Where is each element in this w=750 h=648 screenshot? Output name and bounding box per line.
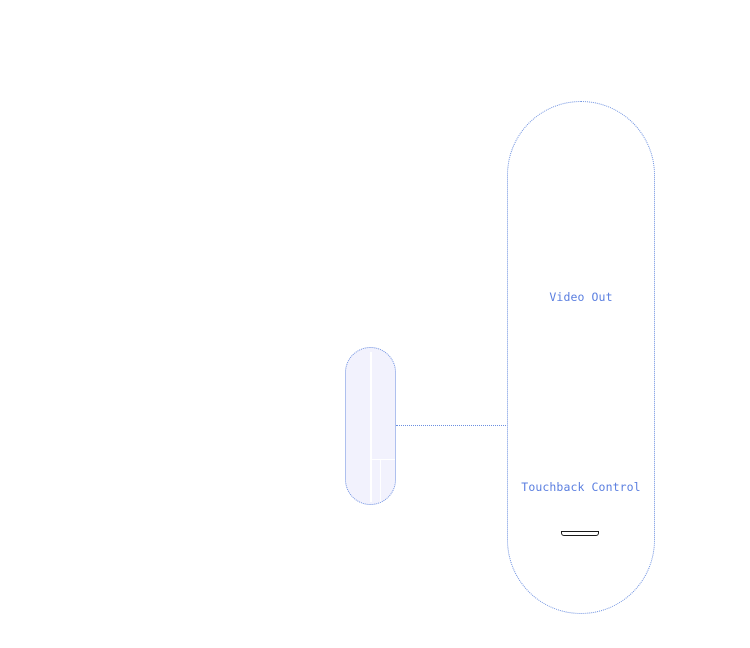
connection-line bbox=[396, 425, 508, 426]
peripheral-device bbox=[345, 347, 396, 505]
touchback-control-label: Touchback Control bbox=[521, 480, 641, 494]
peripheral-seam-horizontal bbox=[372, 459, 395, 460]
video-out-label: Video Out bbox=[549, 290, 613, 304]
peripheral-seam bbox=[370, 352, 372, 502]
main-device: Video Out Touchback Control bbox=[507, 101, 655, 614]
usb-port-icon bbox=[561, 531, 599, 536]
peripheral-seam-lower bbox=[380, 460, 381, 502]
